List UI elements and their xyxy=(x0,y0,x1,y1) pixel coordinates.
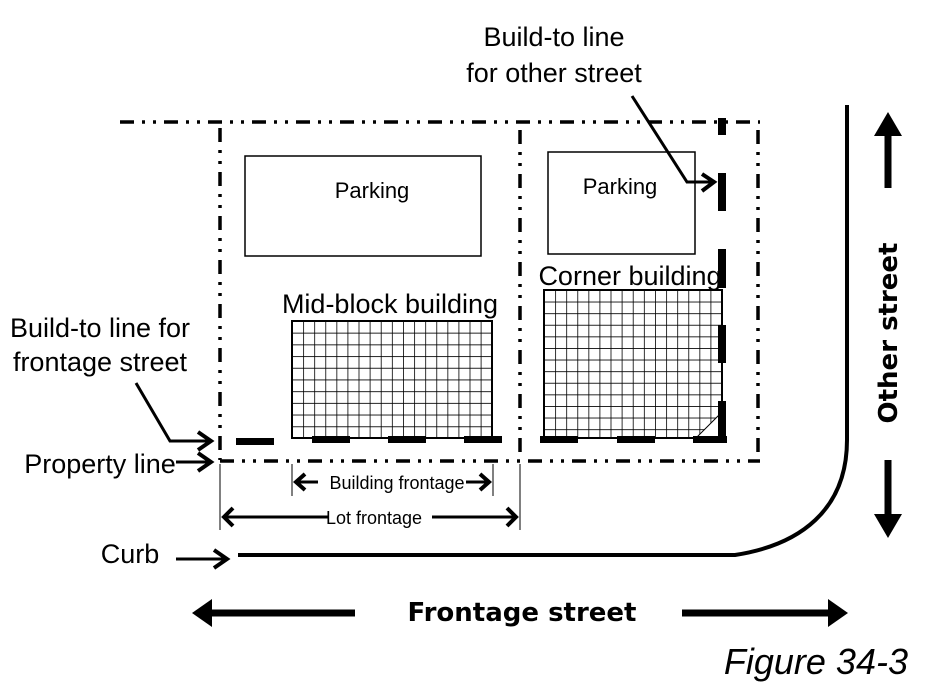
build-to-dash xyxy=(693,436,727,443)
build-to-dash xyxy=(718,249,726,288)
frontage-street-label: Frontage street xyxy=(408,598,637,628)
build-to-line-frontage xyxy=(236,436,727,445)
build-to-frontage-leader xyxy=(134,382,210,443)
build-to-dash xyxy=(312,436,350,443)
lot-frontage-label: Lot frontage xyxy=(326,508,422,528)
figure-caption: Figure 34-3 xyxy=(724,641,908,682)
build-to-frontage-label-line1: Build-to line for xyxy=(10,313,190,343)
build-to-dash xyxy=(718,118,726,135)
build-to-frontage-label-line2: frontage street xyxy=(13,347,188,377)
parking-area-corner xyxy=(547,151,696,255)
build-to-dash xyxy=(540,436,578,443)
build-to-dash xyxy=(388,436,426,443)
build-to-dash xyxy=(718,173,726,211)
building-frontage-arrow-right xyxy=(478,472,493,492)
frontage-street-arrow-right-head xyxy=(828,599,848,627)
build-to-dash xyxy=(236,438,274,445)
corner-building-label: Corner building xyxy=(538,261,721,291)
curb-label: Curb xyxy=(101,539,160,569)
build-to-other-arrowhead xyxy=(700,172,718,193)
parking-area-mid-block xyxy=(244,155,482,257)
build-to-dash xyxy=(718,401,726,443)
other-street-arrow-up-head xyxy=(874,112,902,136)
other-street-arrow-down-head xyxy=(874,514,902,538)
curb-arrowhead xyxy=(212,548,231,570)
corner-building xyxy=(543,289,723,439)
other-street-label: Other street xyxy=(874,243,904,424)
curb-line xyxy=(238,105,849,557)
mid-block-building-label: Mid-block building xyxy=(282,289,498,319)
building-frontage-label: Building frontage xyxy=(329,473,464,493)
build-to-other-leader xyxy=(630,95,712,184)
parking-label-corner: Parking xyxy=(583,174,658,199)
parking-label-mid-block: Parking xyxy=(335,178,410,203)
property-lines xyxy=(120,120,760,463)
property-line-arrowhead xyxy=(196,451,215,473)
build-to-other-label-line1: Build-to line xyxy=(483,22,624,52)
lot-frontage-arrow-right xyxy=(505,506,519,528)
build-to-frontage-arrowhead xyxy=(196,430,215,452)
build-to-other-label-line2: for other street xyxy=(466,58,642,88)
build-to-dash xyxy=(464,436,502,443)
frontage-street-arrow-left-head xyxy=(192,599,212,627)
build-to-line-other xyxy=(718,118,726,443)
build-to-dash xyxy=(617,436,655,443)
mid-block-building xyxy=(291,320,493,439)
build-to-dash xyxy=(718,325,726,363)
property-line-label: Property line xyxy=(24,449,176,479)
